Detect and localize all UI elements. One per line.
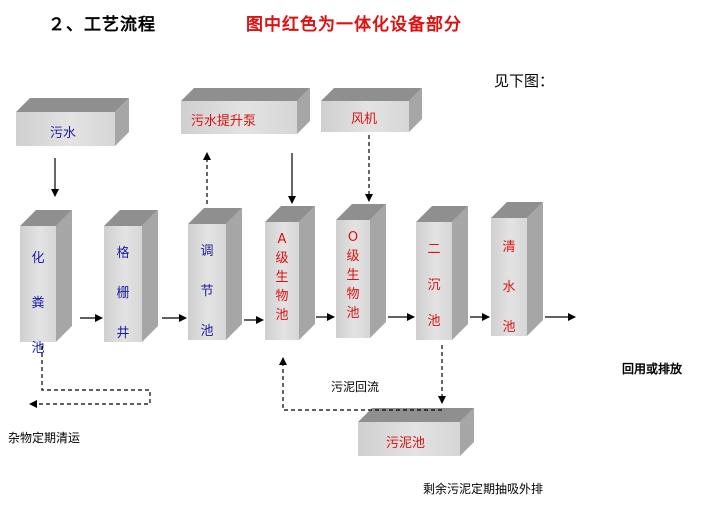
node-clear-water-tank: 清水池: [491, 202, 543, 336]
see-below-text: 见下图：: [494, 72, 555, 90]
node-grille-well: 格栅井: [104, 210, 158, 342]
excess-sludge-label: 剩余污泥定期抽吸外排: [423, 482, 544, 496]
node-label: 二沉池: [427, 242, 441, 329]
node-blower: 风机: [321, 88, 422, 132]
legend-note: 图中红色为一体化设备部分: [246, 15, 462, 35]
node-label: 清水池: [502, 240, 516, 335]
reuse-or-discharge-label: 回用或排放: [622, 362, 683, 376]
arrow-debris-removal: [29, 346, 151, 408]
node-label: 污泥池: [386, 436, 426, 451]
debris-removal-label: 杂物定期清运: [8, 431, 81, 445]
node-sludge-tank: 污泥池: [358, 408, 474, 456]
sludge-return-label: 污泥回流: [331, 380, 380, 394]
node-label: 污水: [50, 126, 77, 141]
node-secondary-clarifier: 二沉池: [416, 206, 468, 340]
node-label: 污水提升泵: [191, 114, 257, 129]
node-wastewater: 污水: [16, 98, 129, 146]
node-lift-pump: 污水提升泵: [181, 88, 310, 134]
node-label: 化粪池: [31, 251, 45, 356]
arrow-sludge-return: [279, 357, 442, 411]
node-label: 风机: [351, 112, 378, 127]
node-septic-tank: 化粪池: [20, 210, 72, 356]
section-heading: ２、工艺流程: [48, 15, 156, 35]
node-label: 格栅井: [116, 246, 130, 341]
node-label: 调节池: [200, 244, 214, 339]
node-equalization-tank: 调节池: [188, 208, 242, 340]
